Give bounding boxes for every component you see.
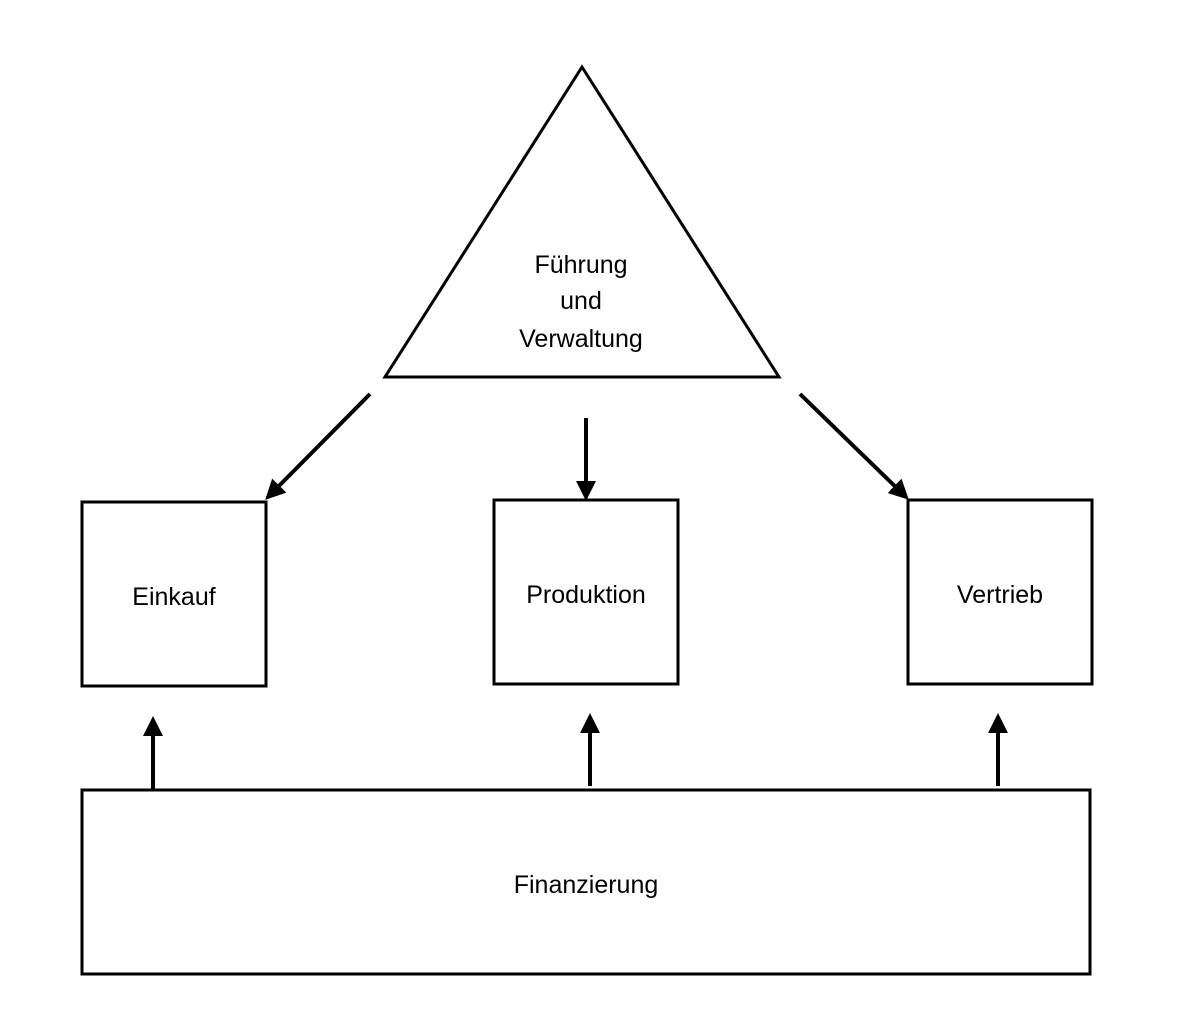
finanzierung-box xyxy=(80,788,1092,976)
management-triangle xyxy=(382,64,782,379)
vertrieb-box xyxy=(906,498,1094,686)
finanzierung-label: Finanzierung xyxy=(514,871,659,899)
einkauf-box xyxy=(80,500,268,688)
vertrieb-node: Vertrieb xyxy=(906,498,1094,686)
management-label-line3: Verwaltung xyxy=(519,325,643,353)
management-node: Führung und Verwaltung xyxy=(382,64,782,379)
management-label-line1: Führung xyxy=(534,251,627,279)
vertrieb-label: Vertrieb xyxy=(957,581,1043,609)
produktion-node: Produktion xyxy=(492,498,680,686)
einkauf-node: Einkauf xyxy=(80,500,268,688)
produktion-label: Produktion xyxy=(526,581,646,609)
einkauf-label: Einkauf xyxy=(132,583,215,611)
management-label-line2: und xyxy=(560,287,602,315)
arrow-management-to-vertrieb xyxy=(798,392,909,500)
arrow-management-to-einkauf xyxy=(265,392,372,500)
produktion-box xyxy=(492,498,680,686)
finanzierung-node: Finanzierung xyxy=(80,788,1092,976)
